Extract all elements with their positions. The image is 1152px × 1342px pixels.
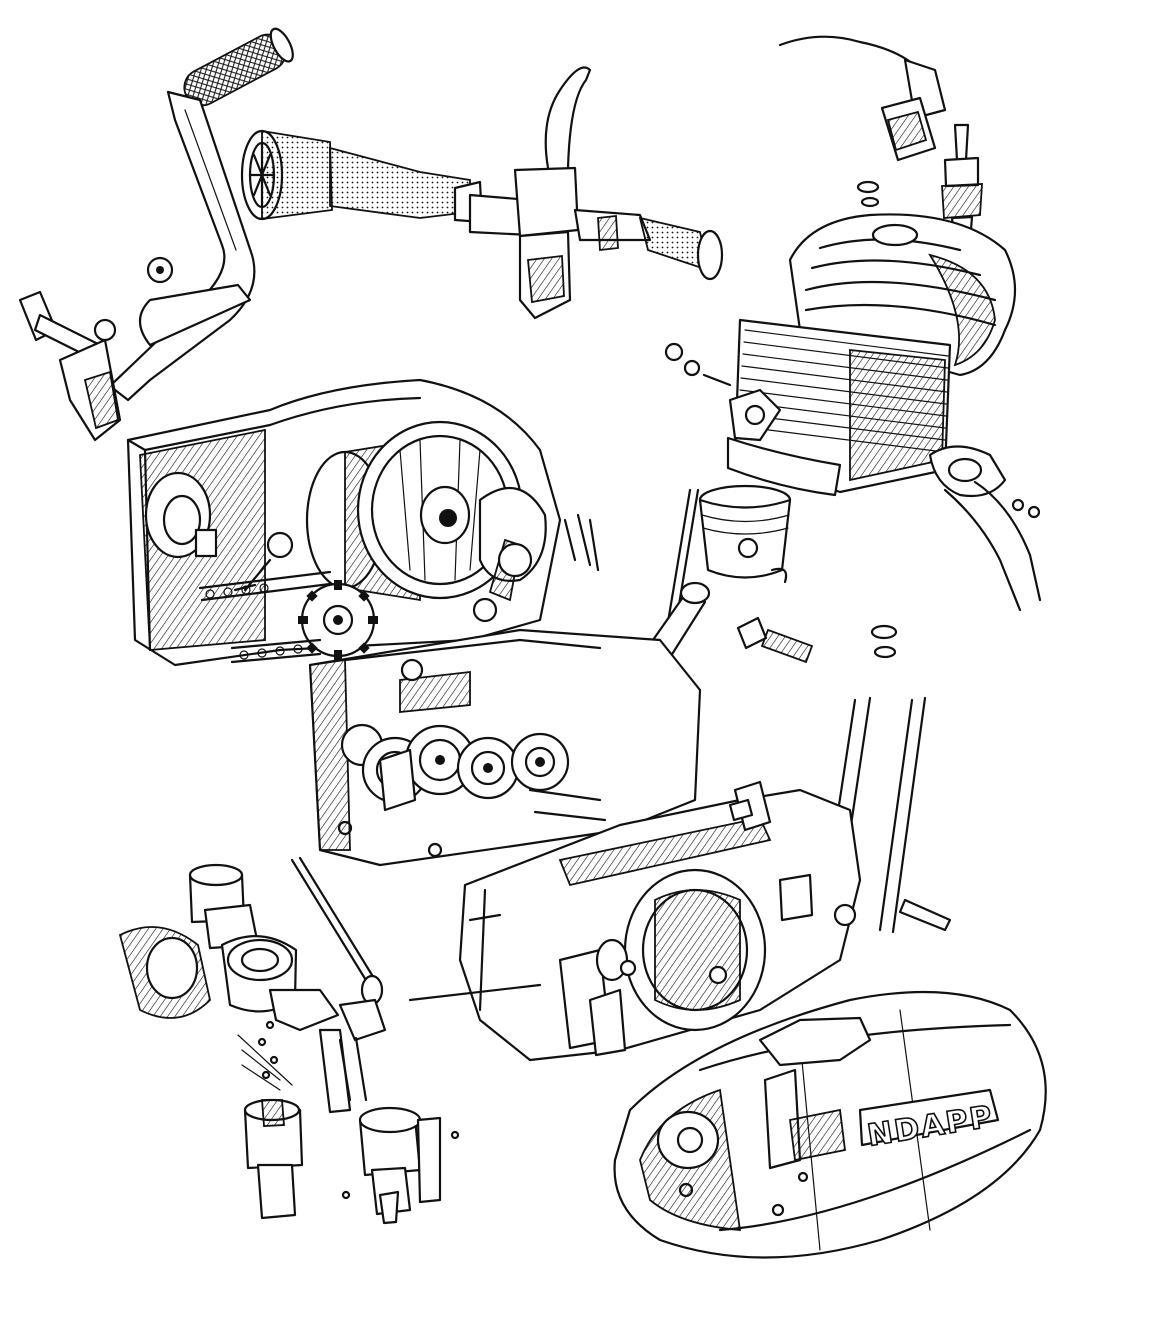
exhaust-flange [928, 445, 1042, 612]
flywheel-magneto [305, 420, 600, 623]
right-side-cover: NDAPP [613, 990, 1047, 1259]
kickstart-lever [18, 27, 294, 442]
spark-plug-assembly [778, 35, 983, 246]
crankcase-gearbox-half [308, 628, 702, 867]
drive-chain-and-sprocket [198, 570, 378, 664]
piston-assembly [698, 484, 898, 664]
cylinder-barrel [664, 318, 952, 497]
gearbox-shafts [243, 1036, 442, 1225]
right-crankcase [408, 780, 862, 1062]
gear-selector-parts [118, 856, 387, 1114]
loose-fasteners [257, 1020, 460, 1200]
air-intake-and-carburettor [240, 66, 724, 320]
